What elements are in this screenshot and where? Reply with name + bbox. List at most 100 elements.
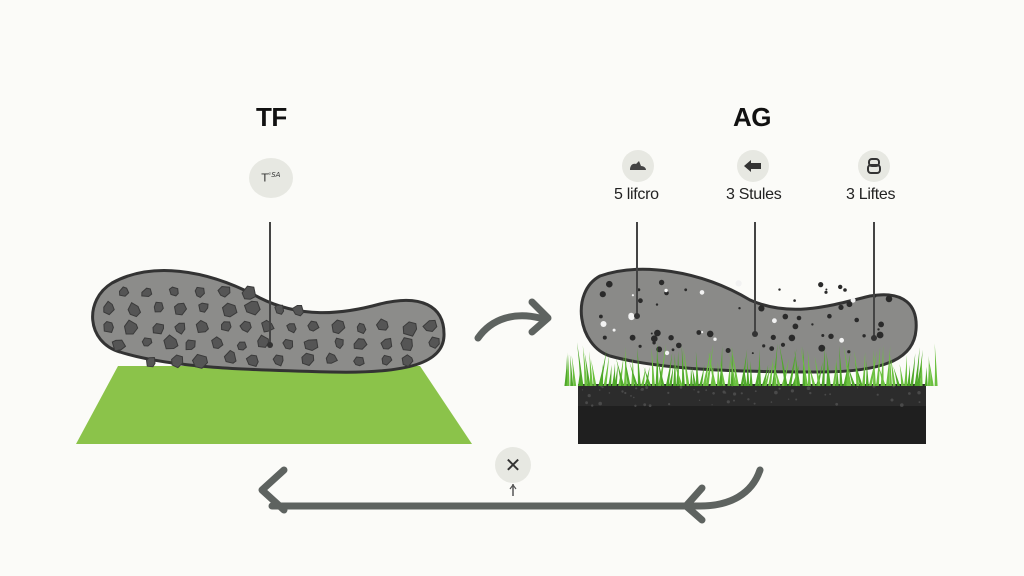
tf-stud	[127, 301, 142, 318]
tf-stud	[334, 337, 344, 350]
ag-specks	[599, 279, 893, 356]
tf-stud	[428, 336, 440, 349]
soil-speck	[787, 398, 790, 400]
tf-stud	[168, 286, 179, 297]
tf-stud	[282, 338, 294, 350]
arrow-left-icon	[737, 150, 769, 182]
ag-speck	[676, 342, 682, 349]
soil-speck	[585, 401, 588, 405]
ag-speck	[843, 288, 847, 292]
ag-speck	[599, 314, 603, 319]
soil-speck	[809, 391, 812, 395]
soil-speck	[600, 385, 603, 388]
ag-speck	[827, 313, 832, 319]
grass-blade	[727, 359, 731, 386]
ag-speck	[654, 329, 661, 337]
ag-speck	[846, 301, 853, 308]
tf-stud	[103, 320, 114, 333]
grass-blade	[794, 350, 801, 386]
tf-stud	[221, 302, 238, 318]
tf-stud	[174, 322, 186, 335]
soil-speck	[747, 398, 750, 401]
ag-speck	[652, 341, 656, 345]
ag-speck	[818, 282, 824, 288]
ag-callout-label-2: 3 Stules	[726, 186, 782, 203]
soil-speck	[876, 393, 879, 396]
grass-blade	[599, 364, 604, 386]
soil-speck	[608, 392, 611, 394]
grass-blade	[749, 360, 753, 386]
ag-speck	[838, 284, 843, 290]
soil-speck	[645, 386, 649, 389]
soil-speck	[581, 389, 584, 391]
grass-blade	[577, 342, 584, 386]
ag-speck	[600, 321, 607, 327]
grass-blade	[740, 349, 748, 386]
tf-stud	[307, 320, 320, 332]
soil-speck	[835, 402, 839, 406]
grass-blade	[637, 347, 641, 386]
tf-stud	[198, 302, 209, 313]
grass-blade	[655, 343, 659, 386]
ag-speck	[701, 331, 704, 334]
tf-stud	[123, 319, 139, 335]
grass-blade	[875, 346, 881, 386]
tf-stud	[141, 287, 153, 298]
ag-callout-label-3: 3 Liftes	[846, 186, 896, 203]
tf-stud	[422, 319, 438, 333]
soil-speck	[733, 392, 737, 396]
grass-blade	[916, 349, 923, 386]
soil-speck	[770, 401, 773, 403]
grass-blade	[689, 366, 693, 386]
tf-stud	[211, 336, 224, 350]
grass-blade	[839, 345, 843, 386]
tf-stud	[118, 286, 130, 297]
grass-blade	[613, 364, 618, 386]
grass-blade	[731, 346, 739, 386]
grass-blade	[571, 355, 577, 386]
tf-stud	[111, 339, 127, 352]
grass-blade	[843, 346, 852, 386]
ag-speck	[821, 334, 825, 337]
ag-speck	[850, 297, 856, 303]
ag-speck	[824, 290, 828, 294]
grass-blade	[934, 343, 938, 386]
x-mark-stem-tip	[509, 484, 517, 490]
tf-stud	[400, 337, 413, 352]
tf-icon: TᵉSA	[249, 158, 293, 198]
tf-stud	[245, 354, 259, 367]
ag-speck	[671, 348, 675, 352]
ag-speck	[699, 290, 705, 295]
grass-blade	[835, 361, 839, 386]
grass-blade	[743, 367, 747, 386]
soil-speck	[795, 398, 798, 401]
tf-stud	[223, 349, 237, 364]
grass-blade	[861, 352, 866, 386]
tf-stud	[402, 321, 418, 337]
grass-blade	[582, 345, 588, 386]
ag-speck	[735, 280, 742, 287]
grass-blades	[564, 342, 938, 386]
grass-blade	[674, 361, 683, 386]
ag-speck	[606, 280, 613, 288]
tf-stud	[241, 285, 257, 300]
ag-speck	[656, 346, 663, 353]
ag-speck	[772, 318, 777, 324]
grass-blade	[761, 364, 769, 386]
transition-arrow-head	[528, 298, 552, 336]
ag-speck	[664, 288, 668, 293]
ag-speck	[769, 346, 775, 351]
soil-speck	[601, 386, 604, 389]
tf-stud	[171, 354, 184, 369]
grass-blade	[773, 362, 781, 386]
tf-icon-superscript: ᵉSA	[268, 171, 281, 180]
soil-speck	[890, 398, 894, 402]
grass-blade	[924, 366, 928, 386]
grass-blade	[880, 345, 884, 386]
grass-blade	[681, 345, 685, 386]
tf-stud	[220, 321, 232, 332]
return-arrow	[268, 466, 764, 510]
ag-speck	[762, 344, 766, 348]
soil-speck	[726, 400, 730, 404]
